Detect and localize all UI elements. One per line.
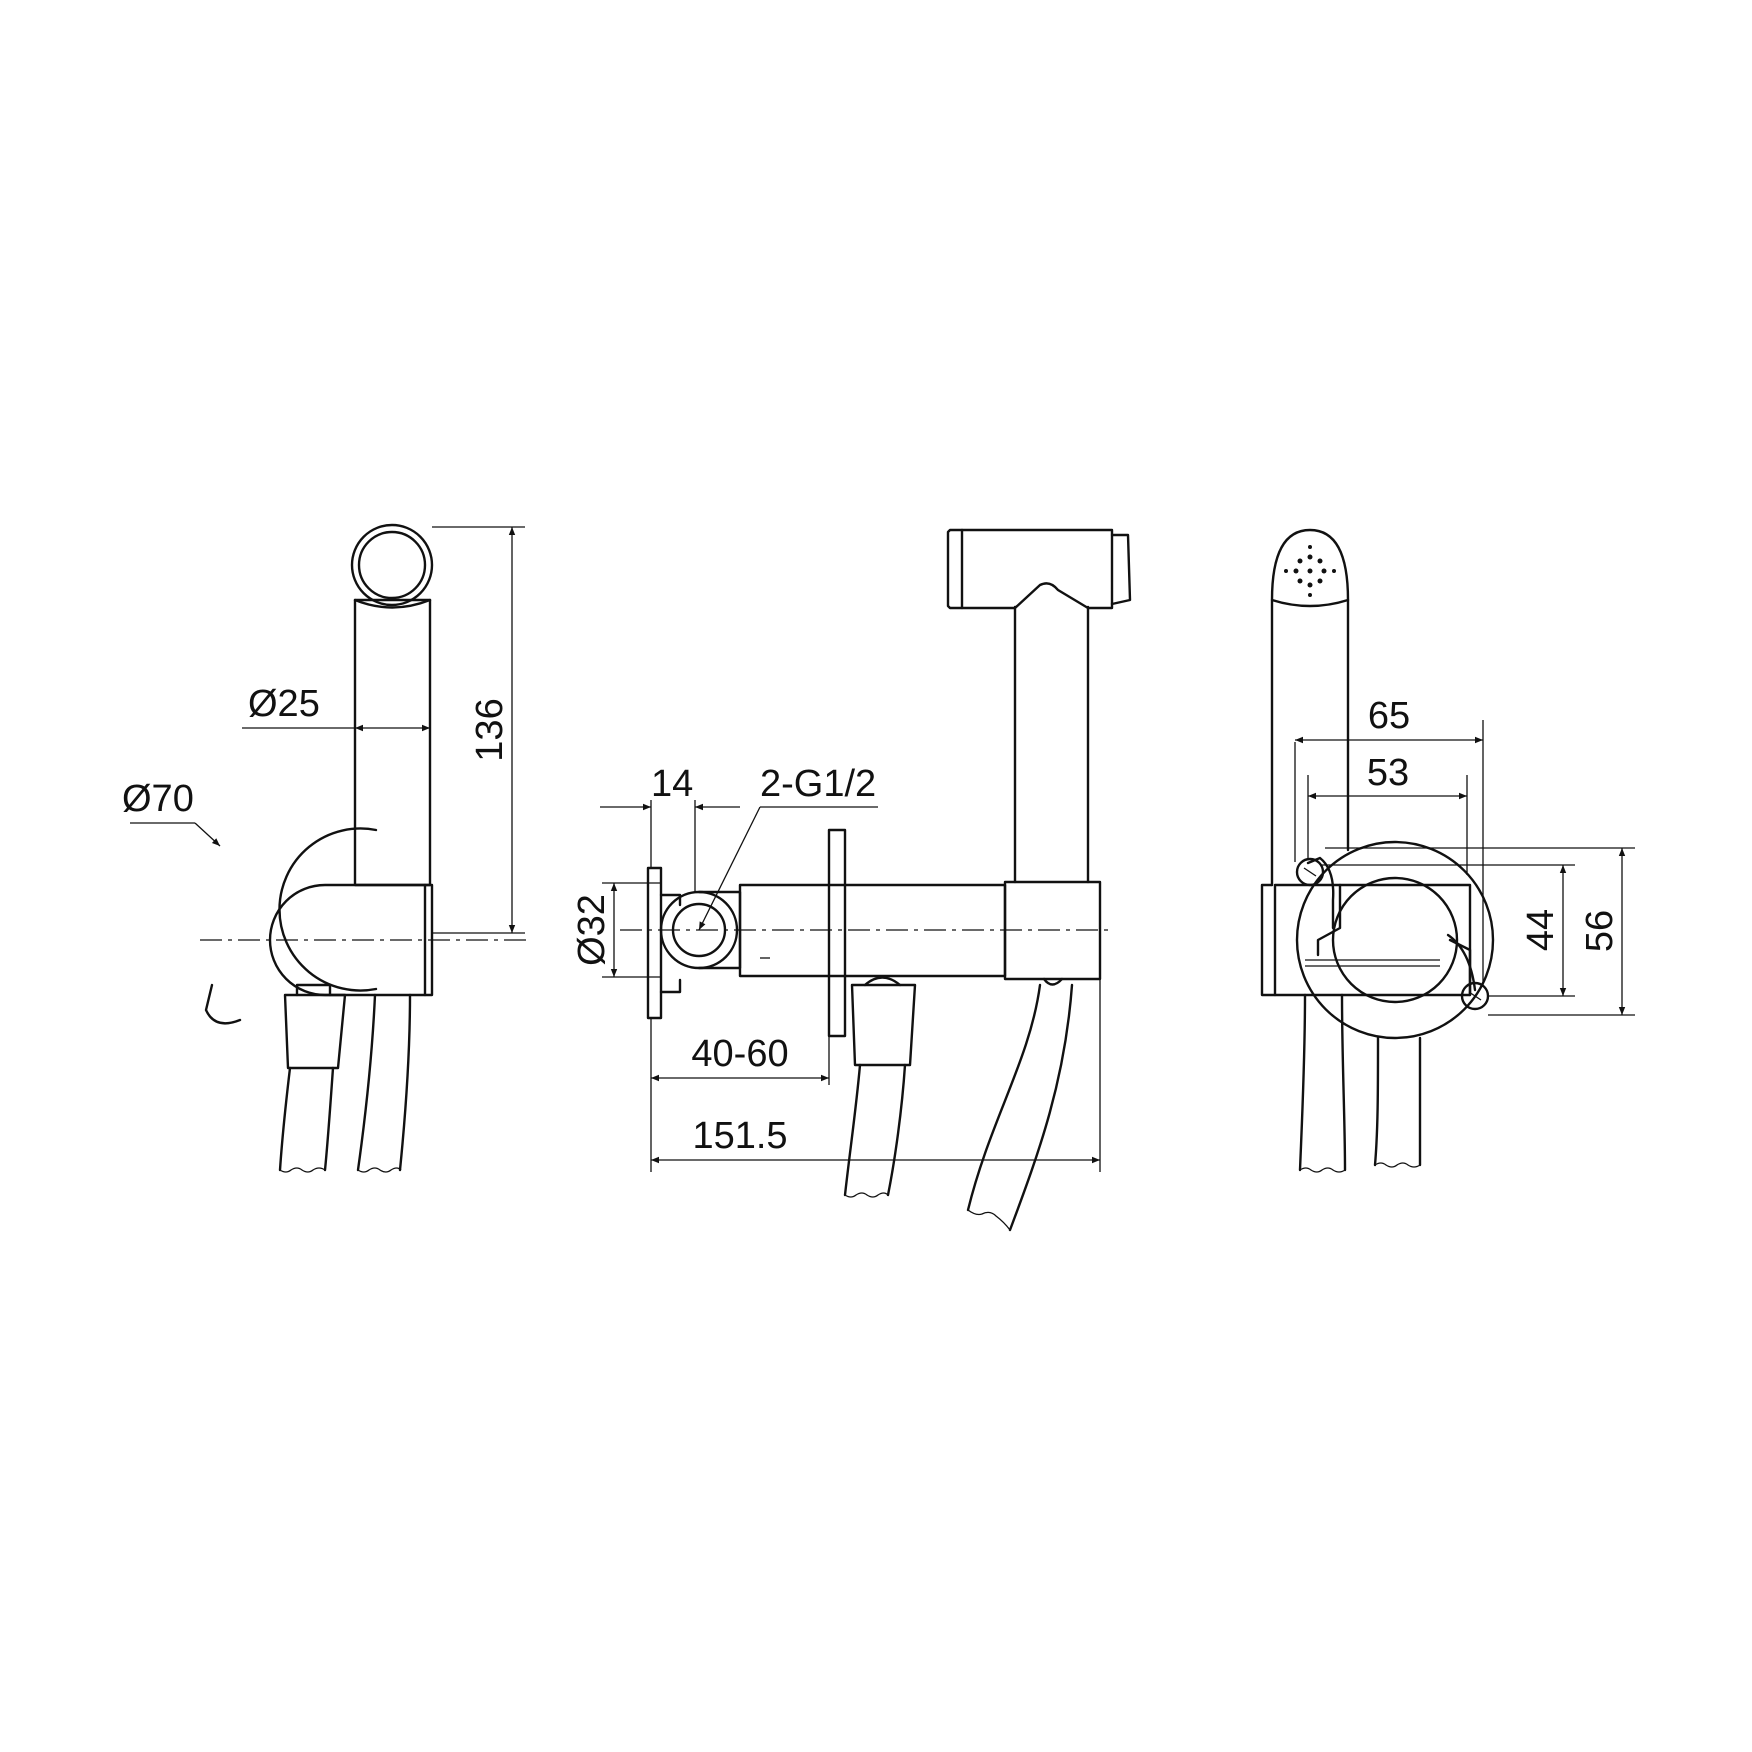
dim-width-inner: 53 [1367,752,1409,794]
stem [1013,605,1090,884]
dim-connection-thread: 2-G1/2 [760,763,876,805]
spray-face [1270,528,1350,608]
dim-diameter-inlet: Ø32 [571,894,613,966]
shower-holder [1273,883,1472,997]
hose-front [843,1063,907,1197]
wall-flange [827,828,847,1038]
hand-shower-body [1270,598,1350,887]
hand-shower-head [946,528,1114,610]
hand-shower-body [353,598,432,887]
side-view: 14 2-G1/2 Ø32 40-60 151.5 [571,528,1132,1232]
lever-top [1306,856,1335,930]
lever [204,983,242,1025]
hose-1 [278,1066,335,1172]
hose-rear [966,983,1074,1232]
wall-plate [1295,840,1495,1040]
spray-face-outer [350,523,434,607]
wall-plate [278,827,378,992]
spray-face-inner [357,530,427,600]
dim-wall-depth-range: 40-60 [691,1033,788,1075]
shower-holder [268,883,427,997]
hose-connector [283,993,347,1070]
hose-2 [1373,1036,1422,1167]
left-view: Ø25 136 Ø70 [122,523,530,1173]
spray-nozzles [1284,545,1336,597]
dim-height-outer: 56 [1579,910,1621,952]
pivot-top [1295,857,1325,887]
right-view: 65 53 44 56 [1260,528,1635,1173]
dim-overall-length: 151.5 [692,1115,787,1157]
hose-1 [1298,993,1347,1172]
dim-diameter-wall-plate: Ø70 [122,778,194,820]
dim-diameter-hand-shower: Ø25 [248,683,320,725]
dim-thread-offset: 14 [651,763,693,805]
dim-height-inner: 44 [1520,909,1562,951]
hose-connector [850,983,917,1067]
mounting-bracket [646,866,663,1020]
hose-2 [356,993,412,1172]
dim-height-overall: 136 [469,698,511,761]
dim-width-outer: 65 [1368,695,1410,737]
inner-ring [1331,876,1459,1004]
